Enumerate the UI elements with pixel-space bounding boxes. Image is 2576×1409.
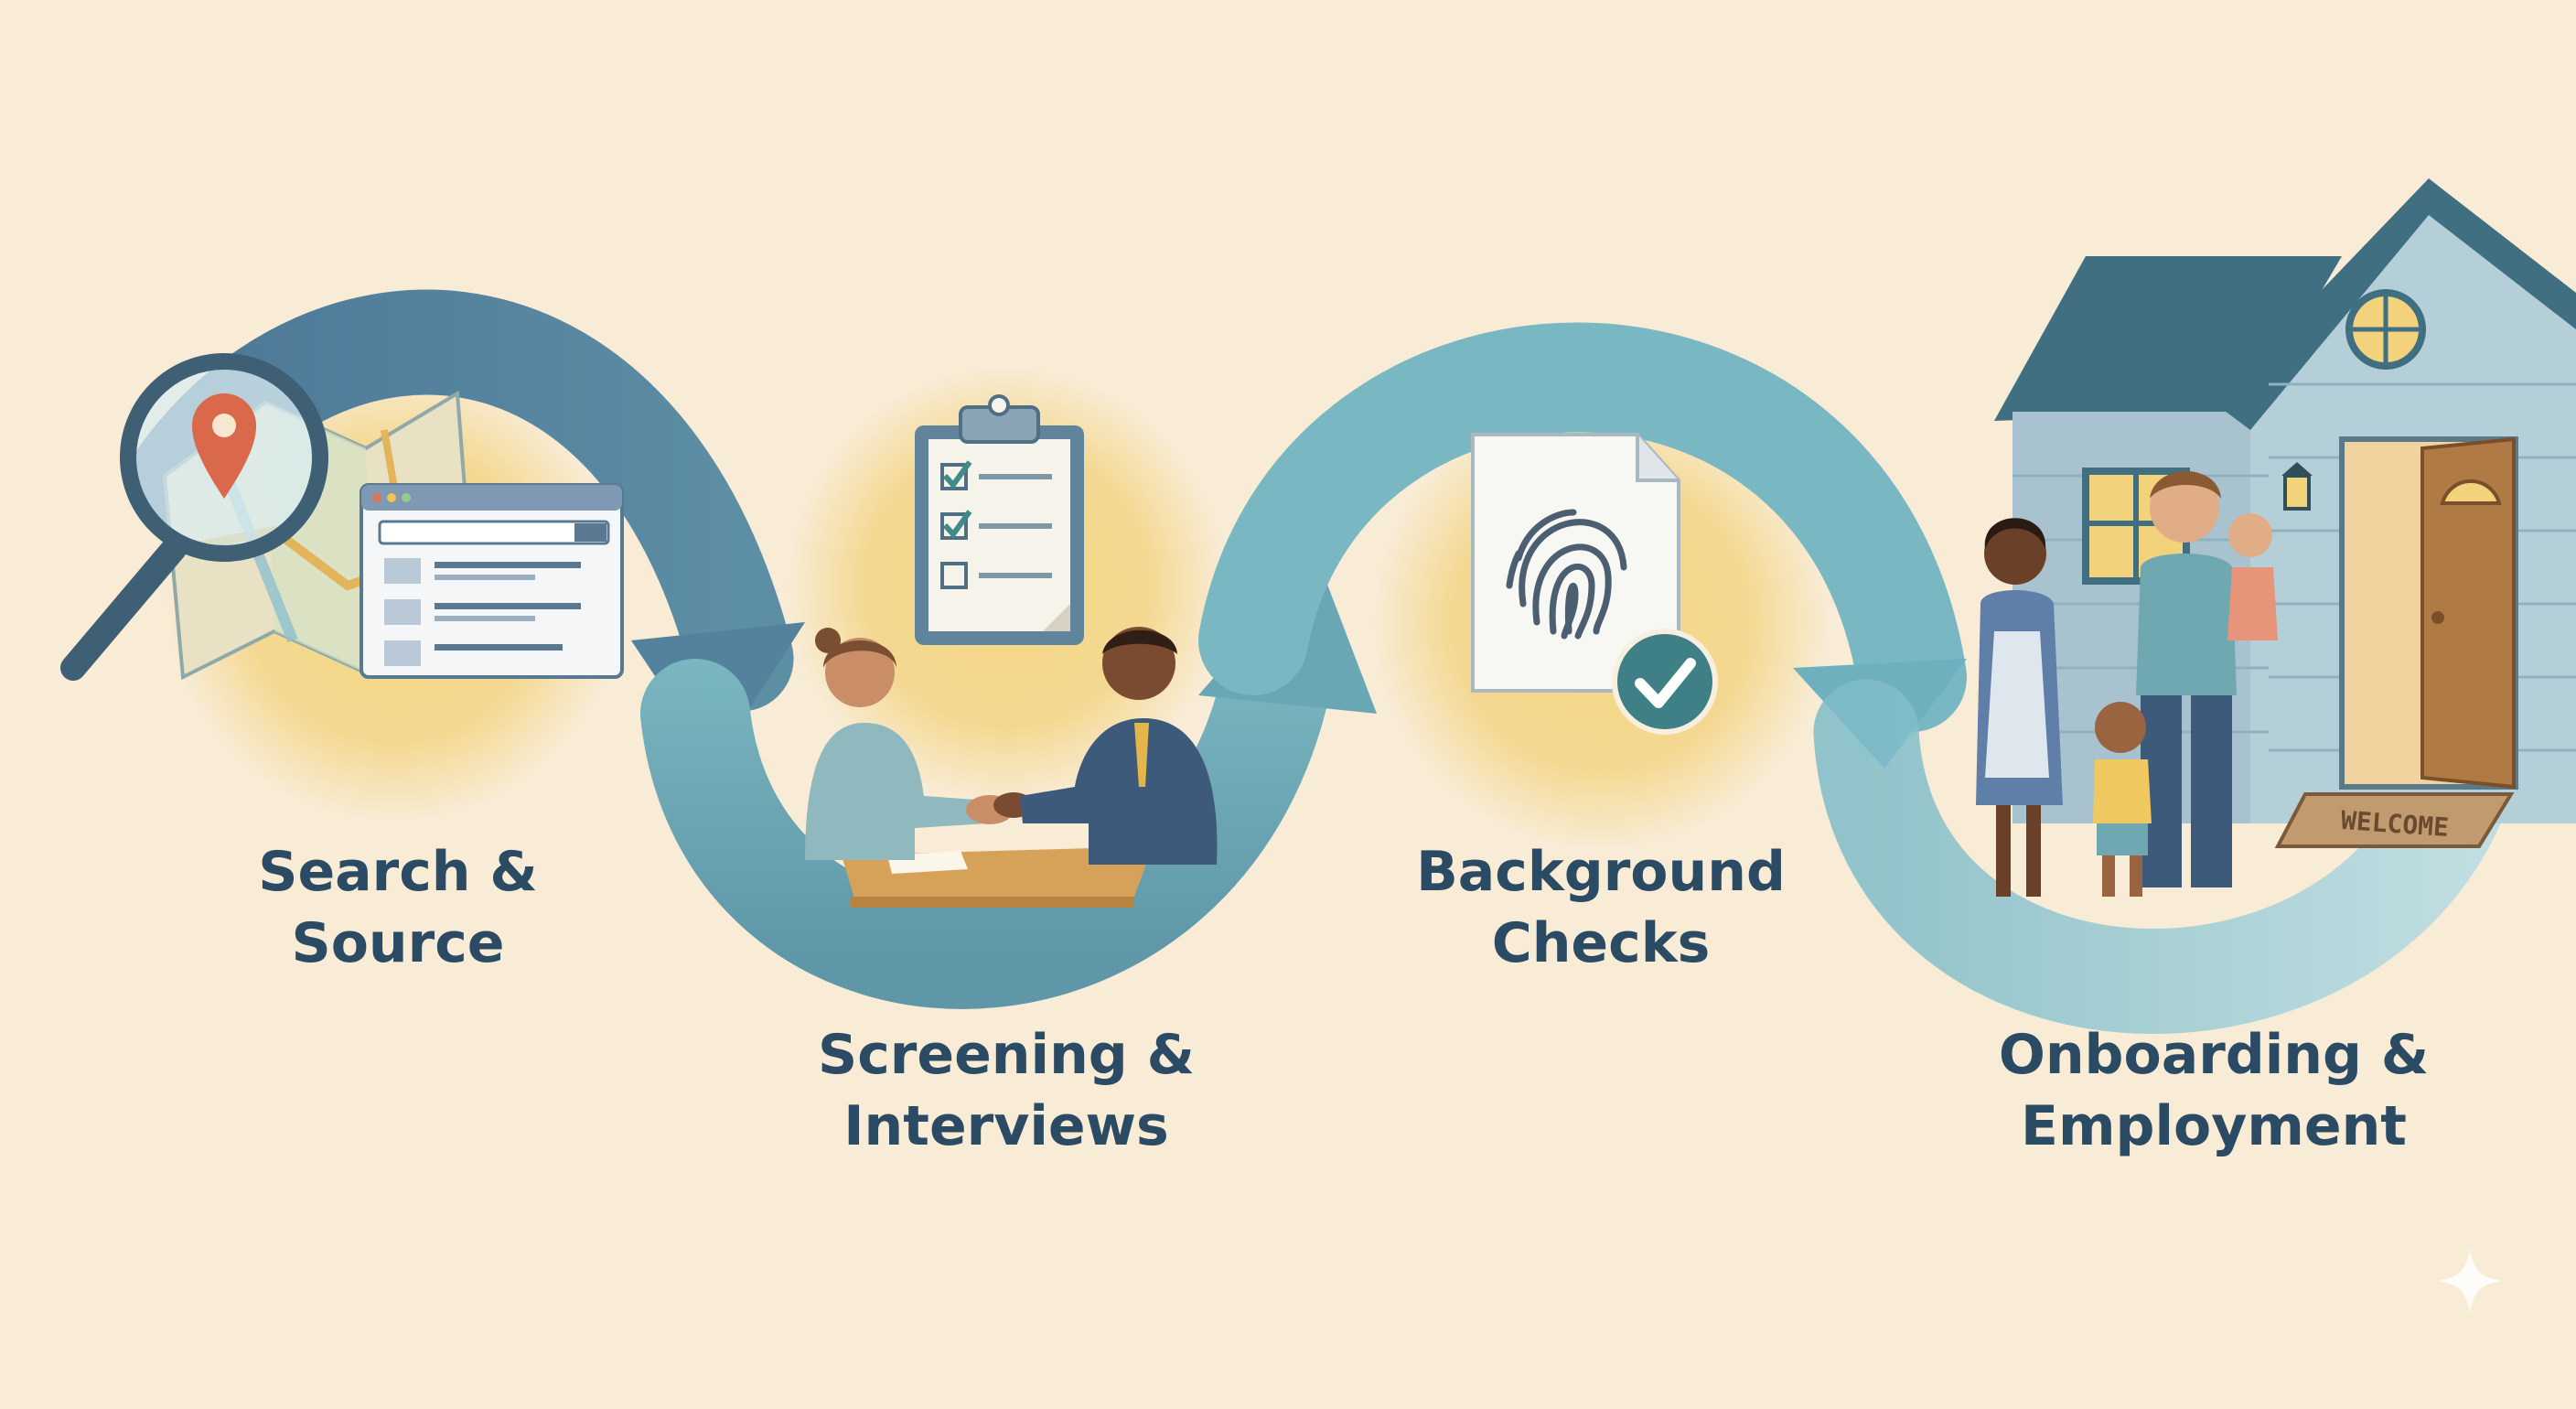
house-icon	[1994, 178, 2576, 823]
step-label-line-1: Onboarding &	[1998, 1023, 2430, 1087]
step-label-line-2: Employment	[2021, 1094, 2407, 1158]
step-label-screening-interviews: Screening & Interviews	[787, 1019, 1226, 1162]
browser-window-icon	[360, 483, 624, 679]
step-label-line-1: Screening &	[818, 1023, 1195, 1087]
doormat-text: WELCOME	[2340, 805, 2450, 843]
step-label-background-checks: Background Checks	[1381, 836, 1820, 979]
welcome-doormat: WELCOME	[2274, 792, 2515, 848]
sparkle-icon	[2438, 1249, 2502, 1313]
flow-arrow-4	[1813, 679, 2523, 1034]
checkmark-badge-icon	[1612, 629, 1718, 735]
step-label-line-2: Source	[291, 911, 505, 975]
step-label-onboarding-employment: Onboarding & Employment	[1985, 1019, 2442, 1162]
step-label-line-2: Interviews	[843, 1094, 1169, 1158]
interviewer-woman	[805, 628, 988, 860]
step-label-search-source: Search & Source	[210, 836, 585, 979]
step-label-line-1: Search &	[258, 840, 538, 904]
map-pin-icon	[192, 393, 256, 499]
interview-desk	[842, 846, 1153, 908]
step-label-line-1: Background	[1416, 840, 1786, 904]
family-icon	[1976, 471, 2278, 897]
clipboard-checklist-icon	[915, 394, 1084, 645]
interviewer-man	[1020, 627, 1218, 865]
step-label-line-2: Checks	[1491, 911, 1711, 975]
fingerprint-document-icon	[1471, 433, 1680, 693]
